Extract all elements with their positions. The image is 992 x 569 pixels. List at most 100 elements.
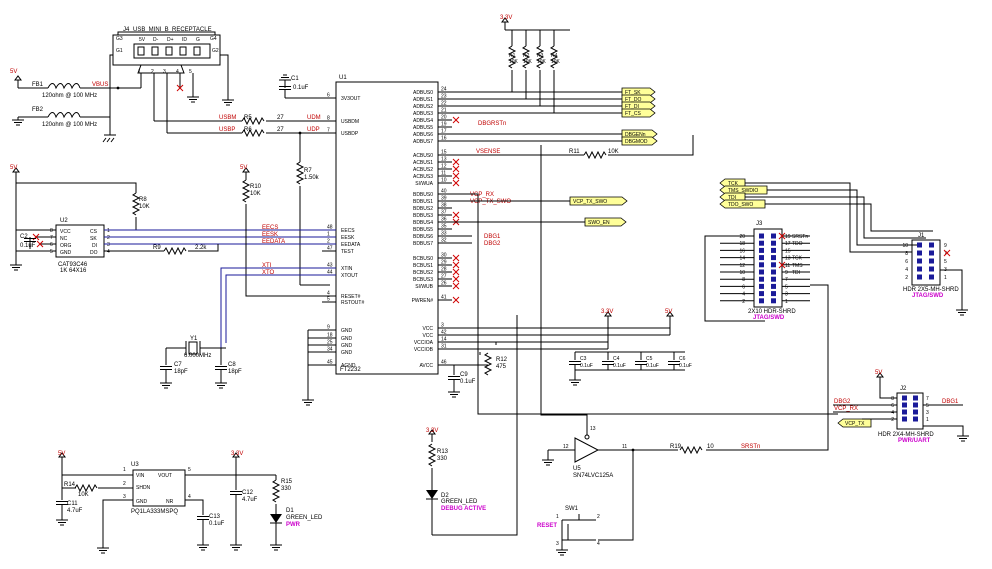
- vcp-rx-wire: [452, 193, 838, 415]
- svg-text:JTAG/SWD: JTAG/SWD: [912, 293, 944, 299]
- pullup-val: 10K: [537, 59, 547, 65]
- u1-pin-label: BDBUS5: [413, 227, 433, 233]
- u1-pin-num: 4: [327, 291, 330, 297]
- j4-name: USB_MINI_B_RECEPTACLE: [133, 27, 212, 33]
- u1-pin-label: AGND: [341, 363, 356, 369]
- svg-text:GND: GND: [136, 499, 148, 505]
- vsense-r11: VSENSE R11 10K: [438, 135, 694, 159]
- pullup-val: 10K: [551, 59, 561, 65]
- u1-pin-num: 41: [441, 295, 447, 301]
- svg-text:10K: 10K: [608, 149, 619, 155]
- no-connect-mark: [452, 268, 460, 276]
- net-dbgrstn: DBGRSTn: [478, 121, 506, 127]
- j3-pin-num: 2: [742, 299, 745, 305]
- svg-text:C1: C1: [291, 76, 299, 82]
- svg-text:0.1uF: 0.1uF: [209, 521, 225, 527]
- j1-pin-num: 1: [944, 275, 947, 281]
- svg-text:XTI: XTI: [262, 263, 272, 269]
- svg-text:UDP: UDP: [307, 127, 320, 133]
- svg-text:CAT93C46: CAT93C46: [58, 262, 88, 268]
- u1-pin-label: BDBUS1: [413, 199, 433, 205]
- svg-text:U1: U1: [339, 75, 347, 81]
- svg-text:G: G: [196, 37, 200, 43]
- flag-vcp-tx: [837, 418, 872, 428]
- svg-text:18pF: 18pF: [228, 369, 242, 375]
- svg-text:R19: R19: [670, 444, 682, 450]
- svg-text:PWR: PWR: [286, 522, 301, 528]
- u1-pin-label: USBDP: [341, 131, 359, 137]
- j3-pin-num: 9: [785, 270, 788, 276]
- j2-pad: [902, 409, 907, 415]
- svg-text:VCP_RX: VCP_RX: [834, 406, 858, 412]
- buffer-u5: 12 13 11 U5 SN74LVC125A R19 10 SRSTn: [540, 145, 829, 541]
- flag-vcp-tx-swo-label: VCP_TX_SWO: [573, 199, 607, 205]
- svg-text:4.7uF: 4.7uF: [242, 497, 258, 503]
- u1-pin-num: 43: [327, 263, 333, 269]
- no-connect-mark: [452, 172, 460, 180]
- u1-pin-num: 3: [441, 323, 444, 329]
- flag-ft-do-label: FT_DO: [625, 97, 642, 103]
- svg-text:FT2232: FT2232: [340, 367, 361, 373]
- j2-pad: [913, 395, 918, 401]
- u1-pin-num: 34: [327, 347, 333, 353]
- svg-text:1K 64X16: 1K 64X16: [60, 268, 87, 274]
- no-connect-mark: [452, 261, 460, 269]
- u1-pin-label: VCC: [422, 326, 433, 332]
- svg-text:USBP: USBP: [219, 127, 235, 133]
- j3-pin-num: 7: [785, 277, 788, 283]
- svg-text:1.50k: 1.50k: [304, 175, 320, 181]
- svg-text:6: 6: [50, 242, 53, 248]
- u1-pin-label: GND: [341, 328, 353, 334]
- svg-text:EESK: EESK: [262, 232, 278, 238]
- svg-text:330: 330: [281, 486, 292, 492]
- pullup-ref: R3: [537, 53, 544, 59]
- svg-text:R9: R9: [153, 245, 161, 251]
- u1-pin-num: 20: [441, 115, 447, 121]
- svg-text:SRSTn: SRSTn: [741, 444, 760, 450]
- svg-text:C7: C7: [174, 362, 182, 368]
- svg-text:5: 5: [50, 249, 53, 255]
- eeprom-u2: U2 CAT93C46 1K 64X16 VCC NC ORG GND CS S…: [9, 165, 336, 274]
- reset-switch-sw1[interactable]: SW1 RESET 1 2 3 4: [537, 506, 600, 556]
- j3-pad: [759, 240, 764, 246]
- svg-text:ORG: ORG: [60, 243, 72, 249]
- pullup-ref: R4: [551, 53, 558, 59]
- svg-text:3.3V: 3.3V: [500, 15, 512, 21]
- j3-pad: [771, 276, 776, 282]
- svg-text:G1: G1: [116, 48, 123, 54]
- j1-pad: [917, 250, 922, 256]
- j1-pad: [917, 258, 922, 264]
- svg-text:27: 27: [277, 127, 284, 133]
- j2-pin-num: 8: [891, 396, 894, 402]
- flag-tdo-swo-label: TDO_SWO: [728, 202, 753, 208]
- u1-pin-num: 32: [441, 238, 447, 244]
- svg-text:ID: ID: [182, 37, 187, 43]
- supply-cap-ref: C3: [580, 356, 587, 362]
- j3-pad: [759, 298, 764, 304]
- u1-pin-label: BCBUS2: [413, 270, 433, 276]
- j2-pad: [902, 402, 907, 408]
- svg-text:5V: 5V: [139, 37, 146, 43]
- svg-text:PQ1LA333MSPQ: PQ1LA333MSPQ: [131, 509, 178, 515]
- svg-text:0.1uF: 0.1uF: [460, 379, 476, 385]
- svg-text:XTO: XTO: [262, 270, 275, 276]
- svg-text:GREEN_LED: GREEN_LED: [441, 499, 478, 505]
- u1-pin-label: AVCC: [419, 363, 433, 369]
- svg-text:G3: G3: [116, 36, 123, 42]
- pullup-ref: R2: [523, 53, 530, 59]
- pullup-ref: R1: [509, 53, 516, 59]
- supply-cap-val: 0.1uF: [580, 363, 593, 369]
- u1-pin-num: 18: [327, 333, 333, 339]
- no-connect-mark: [452, 116, 460, 124]
- flag-ft-sk-label: FT_SK: [625, 90, 641, 96]
- j2-pad: [902, 395, 907, 401]
- u1-pin-label: BDBUS7: [413, 241, 433, 247]
- j1-pad: [917, 274, 922, 280]
- j3-pin-num: 5: [785, 284, 788, 290]
- jtag-wire: [745, 196, 926, 239]
- u1-pin-num: 12: [441, 164, 447, 170]
- no-connect-mark: [452, 158, 460, 166]
- supply-cap-val: 0.1uF: [679, 363, 692, 369]
